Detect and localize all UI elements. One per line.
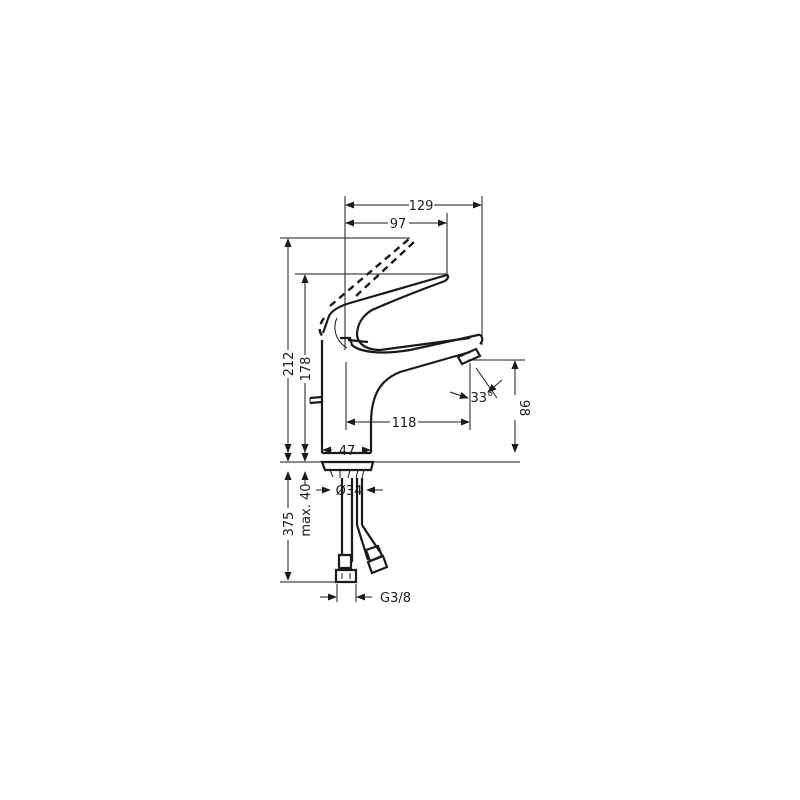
dim-33-angle: 33° bbox=[470, 391, 493, 406]
dim-97: 97 bbox=[390, 217, 407, 232]
dim-98: 98 bbox=[516, 400, 531, 417]
dimension-lines bbox=[280, 196, 525, 602]
dimension-labels: 129 97 118 47 33° Ø34 G3/8 212 178 98 37… bbox=[282, 199, 531, 606]
dim-129: 129 bbox=[409, 199, 434, 214]
dim-max-40: max. 40 bbox=[299, 483, 314, 536]
faucet-outline bbox=[309, 237, 484, 455]
dim-178: 178 bbox=[299, 357, 314, 382]
dim-47: 47 bbox=[339, 444, 356, 459]
dim-375: 375 bbox=[282, 512, 297, 537]
dim-diameter-34: Ø34 bbox=[336, 484, 363, 499]
mounting-assembly bbox=[320, 460, 389, 584]
dim-g38: G3/8 bbox=[380, 591, 411, 606]
dim-212: 212 bbox=[282, 352, 297, 377]
dim-118: 118 bbox=[392, 416, 417, 431]
